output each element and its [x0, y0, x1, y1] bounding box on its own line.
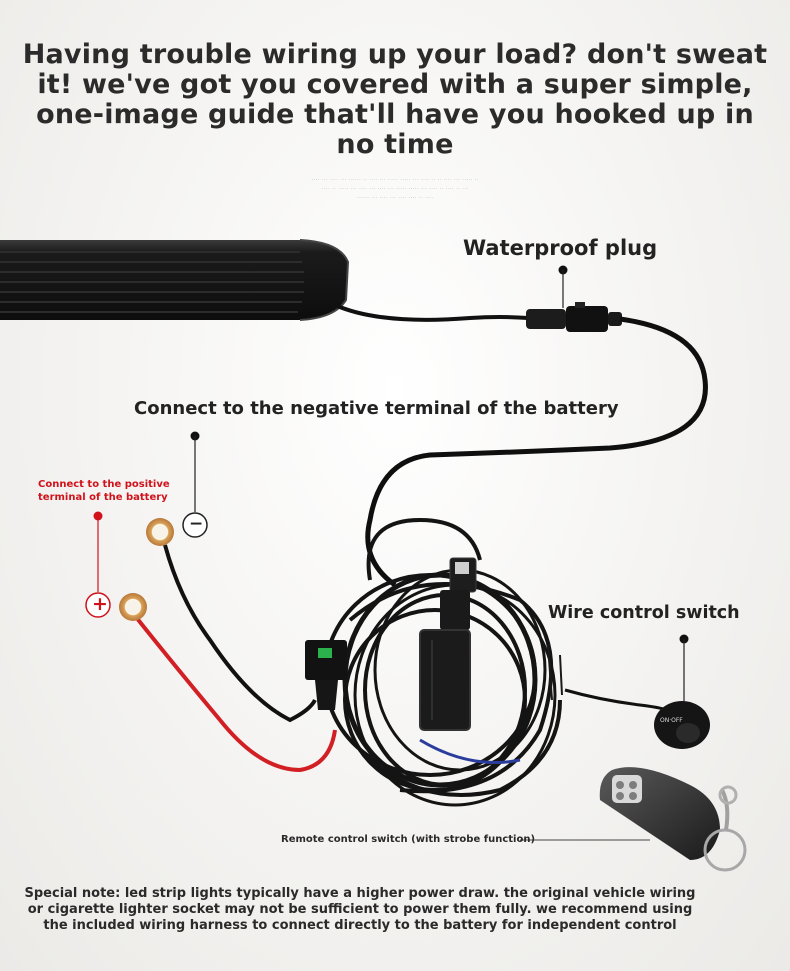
wire-control-switch: ON·OFF	[654, 701, 710, 749]
callout-negative	[190, 431, 200, 512]
positive-ring-terminal	[119, 593, 147, 621]
remote-control	[599, 767, 747, 872]
negative-lead-wire	[163, 544, 317, 723]
waterproof-plug	[526, 302, 622, 332]
label-positive-terminal: Connect to the positive terminal of the …	[38, 479, 170, 503]
label-wire-control-switch: Wire control switch	[548, 603, 740, 623]
page-headline: Having trouble wiring up your load? don'…	[22, 39, 768, 160]
switch-lead-wire	[564, 688, 673, 714]
plus-symbol-glyph: +	[92, 593, 108, 615]
faint-background-text: ···· ··· ···· ··· ······ ·· ···· ··· ···…	[311, 176, 479, 202]
positive-lead-wire	[130, 610, 337, 773]
fuse-holder	[305, 640, 347, 710]
label-remote-control-switch: Remote control switch (with strobe funct…	[281, 834, 536, 845]
plus-symbol	[85, 592, 111, 618]
harness-main-cable	[365, 316, 708, 588]
relay-module	[419, 557, 477, 731]
label-negative-terminal: Connect to the negative terminal of the …	[134, 398, 619, 419]
callout-positive	[93, 511, 103, 592]
bar-lead-wire	[334, 303, 529, 322]
led-light-bar	[0, 239, 350, 321]
callout-plug	[558, 265, 568, 308]
callout-switch	[679, 634, 689, 702]
minus-symbol-glyph: −	[189, 514, 204, 534]
minus-symbol	[182, 512, 208, 538]
special-note: Special note: led strip lights typically…	[24, 886, 696, 933]
svg-text:ON·OFF: ON·OFF	[660, 717, 683, 724]
negative-ring-terminal	[146, 518, 174, 546]
label-waterproof-plug: Waterproof plug	[463, 236, 658, 260]
